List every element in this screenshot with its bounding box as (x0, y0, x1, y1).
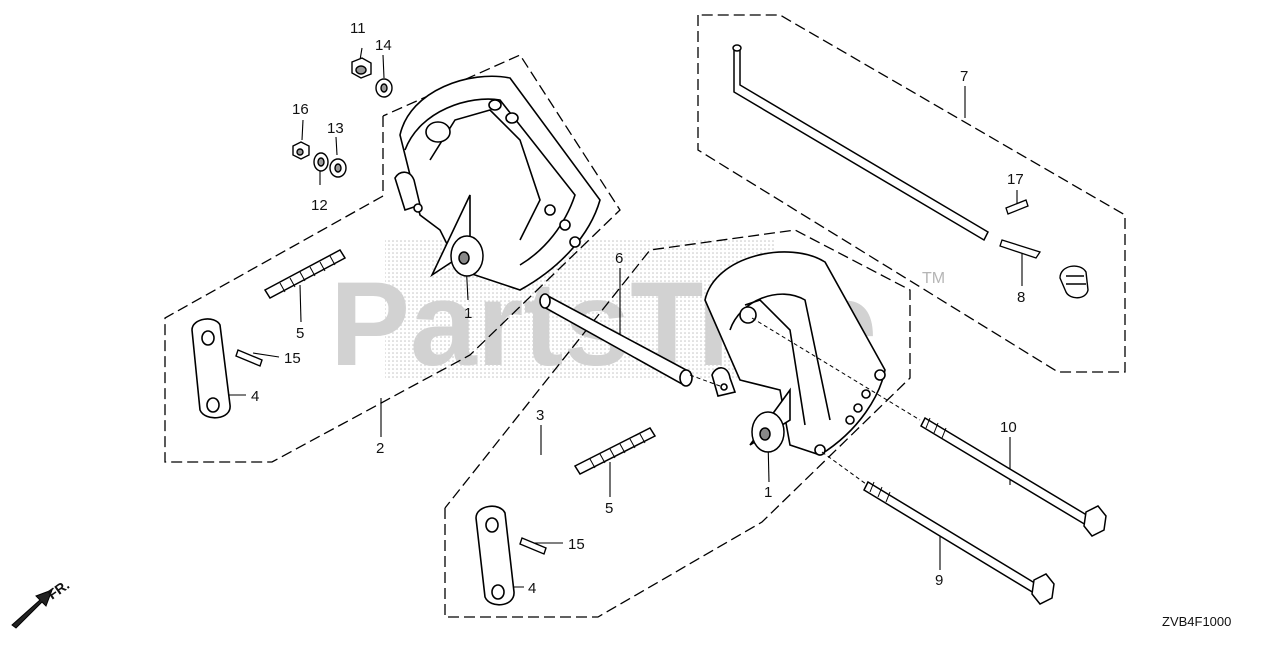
callout-15-lower: 15 (568, 536, 585, 553)
callout-13: 13 (327, 120, 344, 137)
callout-3: 3 (536, 407, 544, 424)
callout-9: 9 (935, 572, 943, 589)
link-4a (191, 318, 231, 419)
callout-2: 2 (376, 440, 384, 457)
leader-lines (222, 47, 1023, 588)
rod-group-outline (697, 14, 1126, 373)
clip-8 (999, 239, 1042, 259)
pin-17 (1005, 199, 1029, 215)
assembly-2-outline (164, 54, 621, 463)
bolt-10 (920, 416, 1107, 537)
callout-5-lower: 5 (605, 500, 613, 517)
assembly-3-outline (444, 229, 911, 618)
tilt-rod-7 (732, 44, 989, 242)
bolt-axis-lines (689, 317, 921, 485)
mount-pad-1b (751, 411, 785, 453)
tilt-tube-6 (539, 293, 693, 387)
direction-arrow: FR. (11, 576, 72, 629)
callout-14: 14 (375, 37, 392, 54)
callout-11: 11 (350, 20, 366, 37)
callout-5-upper: 5 (296, 325, 304, 342)
callout-1-upper: 1 (464, 305, 472, 322)
callout-7: 7 (960, 68, 968, 85)
pin-15a (235, 349, 263, 367)
pin-15b (519, 537, 547, 555)
bolt-9 (863, 480, 1055, 605)
callout-4-upper: 4 (251, 388, 259, 405)
link-4b (475, 505, 515, 606)
callout-16: 16 (292, 101, 309, 118)
stud-5b (573, 427, 657, 475)
callout-1-lower: 1 (764, 484, 772, 501)
callout-10: 10 (1000, 419, 1017, 436)
callout-12: 12 (311, 197, 328, 214)
callouts: 11 14 16 13 12 1 5 15 4 2 6 3 5 1 15 4 7… (251, 20, 1025, 597)
fasteners-upper (292, 57, 393, 178)
spring-grip (1059, 265, 1089, 299)
mount-pad-1a (450, 235, 484, 277)
callout-4-lower: 4 (528, 580, 536, 597)
diagram-code: ZVB4F1000 (1162, 614, 1231, 629)
stud-5a (263, 249, 347, 299)
callout-8: 8 (1017, 289, 1025, 306)
callout-17: 17 (1007, 171, 1024, 188)
callout-6: 6 (615, 250, 623, 267)
callout-15-upper: 15 (284, 350, 301, 367)
watermark-tm: TM (922, 270, 945, 287)
